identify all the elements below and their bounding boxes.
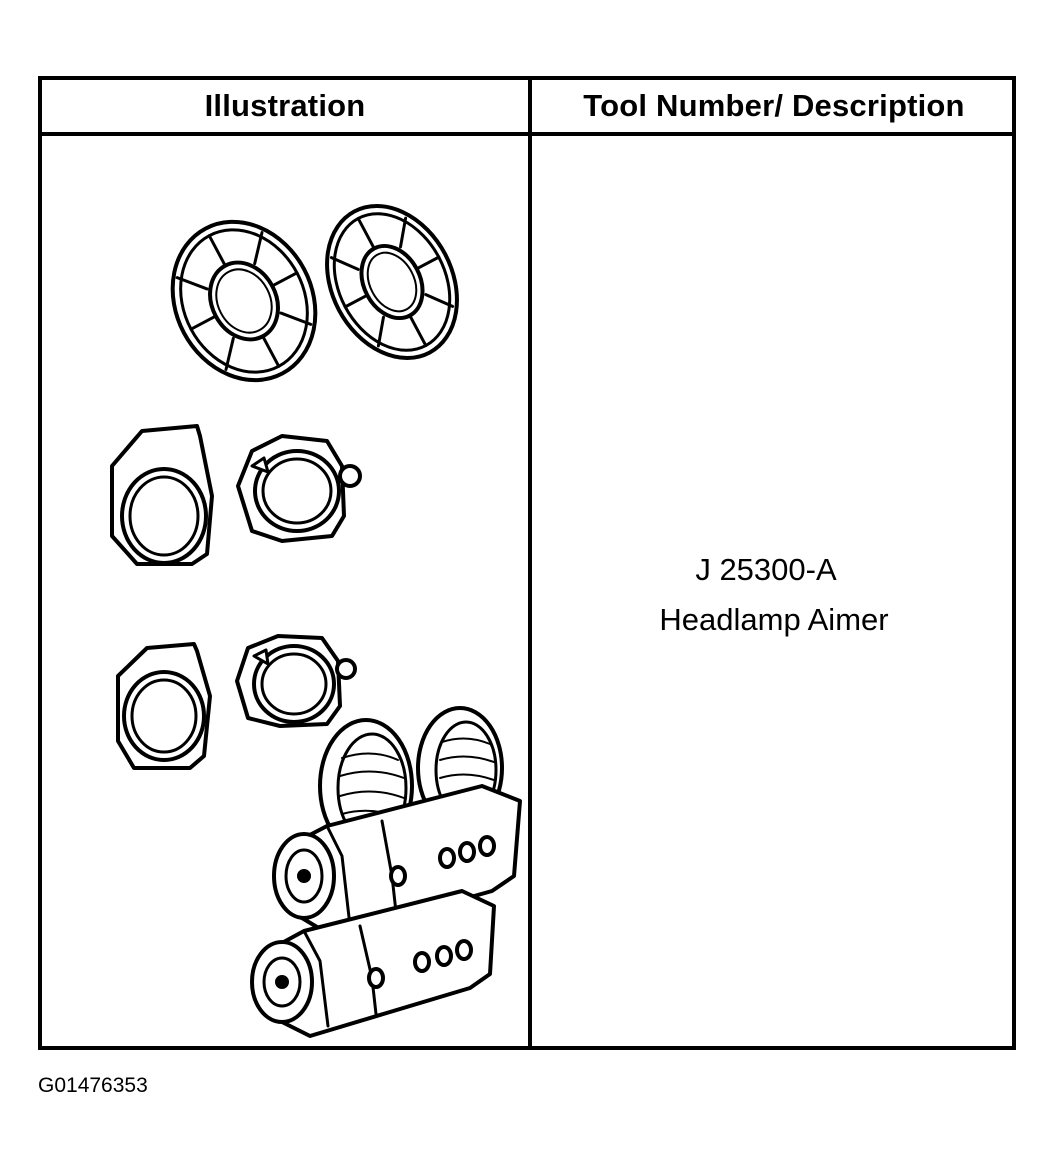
- knob-adapter-lower: [235, 634, 357, 728]
- header-tool-number-description: Tool Number/ Description: [583, 88, 965, 123]
- hex-adapter-lower-left: [116, 642, 212, 770]
- large-adapter-left: [170, 219, 318, 383]
- table-header-row: Illustration Tool Number/ Description: [42, 80, 1012, 136]
- knob-adapter-upper: [236, 434, 362, 543]
- illustration-cell: [42, 136, 528, 1050]
- tool-description: Headlamp Aimer: [659, 602, 889, 637]
- tool-number-text: J 25300-A: [695, 552, 837, 587]
- large-adapter-right: [325, 203, 459, 361]
- aimer-body-lower: [250, 889, 496, 1038]
- headlamp-aimer-kit-icon: [110, 203, 522, 1038]
- description-cell: J 25300-A Headlamp Aimer: [532, 136, 1016, 1050]
- column-divider: [528, 80, 532, 1046]
- tool-number: J 25300-A: [532, 552, 1016, 588]
- figure-id: G01476353: [38, 1074, 148, 1097]
- hex-adapter-upper-left: [110, 424, 214, 566]
- header-illustration: Illustration: [204, 88, 366, 123]
- tool-table: Illustration Tool Number/ Description: [38, 76, 1016, 1050]
